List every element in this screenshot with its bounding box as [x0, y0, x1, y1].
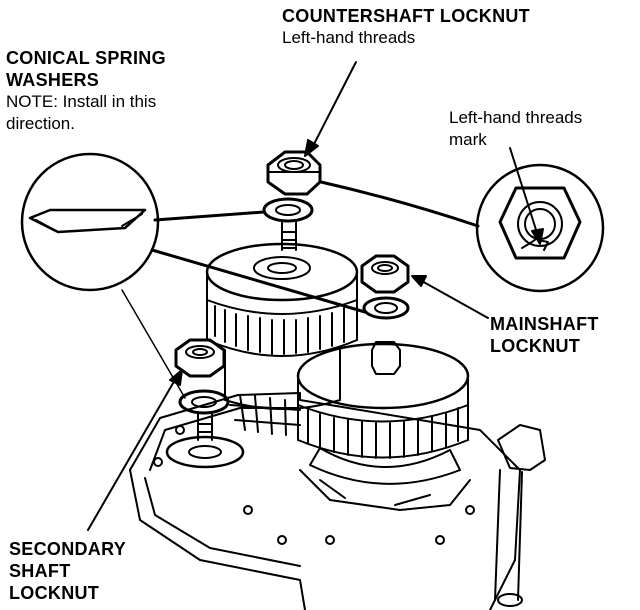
countershaft-locknut-subtitle: Left-hand threads	[282, 28, 416, 47]
conical-note-line2: direction.	[6, 114, 75, 133]
conical-spring-washers-label: CONICAL SPRING WASHERS NOTE: Install in …	[6, 47, 166, 135]
secondary-shaft-locknut-label: SECONDARY SHAFT LOCKNUT	[9, 538, 126, 604]
conical-title-line2: WASHERS	[6, 70, 100, 90]
left-hand-threads-mark-label: Left-hand threads mark	[449, 107, 582, 151]
transmission-housing	[129, 392, 546, 610]
countershaft-gear-stack	[205, 150, 359, 410]
mainshaft-line1: MAINSHAFT	[490, 314, 599, 334]
lh-threads-mark-callout	[319, 163, 605, 293]
secondary-line2: SHAFT	[9, 561, 71, 581]
mainshaft-gear-stack	[296, 254, 470, 485]
mainshaft-locknut-label: MAINSHAFT LOCKNUT	[490, 313, 599, 357]
lh-mark-line2: mark	[449, 130, 487, 149]
leader-arrows	[87, 61, 544, 531]
mainshaft-line2: LOCKNUT	[490, 336, 581, 356]
secondary-line3: LOCKNUT	[9, 583, 100, 603]
countershaft-locknut-title: COUNTERSHAFT LOCKNUT	[282, 6, 530, 26]
lh-mark-line1: Left-hand threads	[449, 108, 583, 127]
conical-note-line1: NOTE: Install in this	[6, 92, 157, 111]
secondary-line1: SECONDARY	[9, 539, 127, 559]
conical-title-line1: CONICAL SPRING	[6, 48, 166, 68]
conical-washer-callout	[20, 152, 367, 399]
secondary-shaft-stack	[165, 338, 301, 469]
countershaft-locknut-label: COUNTERSHAFT LOCKNUT Left-hand threads	[282, 5, 530, 49]
